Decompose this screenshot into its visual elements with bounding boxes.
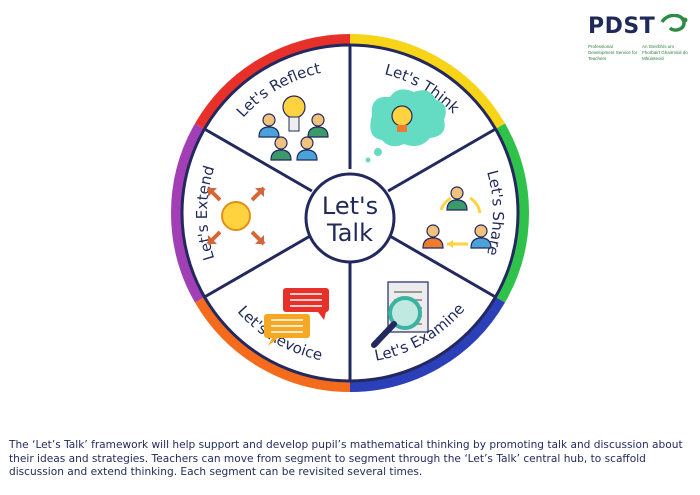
- magnifier-document-icon: [371, 281, 429, 348]
- expand-arrows-icon: [206, 186, 266, 246]
- rim-arc: [494, 123, 529, 303]
- logo-subtitle-en: Professional Development Service for Tea…: [588, 44, 638, 61]
- rim-arc: [349, 296, 506, 392]
- central-hub[interactable]: [304, 172, 396, 264]
- share-cycle-icon: [422, 186, 492, 249]
- speech-bubbles-icon: [264, 288, 329, 346]
- rim-arc: [171, 123, 206, 303]
- logo-swoosh-icon: [660, 14, 688, 32]
- group-idea-icon: [258, 95, 329, 161]
- segment-divider: [203, 233, 313, 299]
- segment-divider: [387, 233, 497, 299]
- segment-divider: [387, 127, 497, 193]
- logo-subtitle-ga: An tSeirbhís um Fhorbairt Ghairmiúil do …: [642, 44, 688, 61]
- logo-wordmark: PDST: [588, 14, 656, 39]
- segment-divider: [203, 127, 313, 193]
- lightbulb-thought-icon: [365, 89, 446, 163]
- rim-arc: [194, 296, 351, 392]
- rim-arc: [194, 34, 351, 130]
- segment-icons: [206, 89, 492, 348]
- colored-rim: [171, 34, 529, 392]
- framework-description: The ‘Let’s Talk’ framework will help sup…: [9, 439, 683, 478]
- segment-label[interactable]: Let's Share: [483, 168, 507, 257]
- segment-dividers: [203, 45, 497, 381]
- pdst-logo: PDST Professional Development Service fo…: [588, 14, 693, 64]
- hub-label-line1: Let's: [322, 192, 378, 220]
- hub-label-line2: Talk: [326, 219, 373, 247]
- rim-arc: [349, 34, 506, 130]
